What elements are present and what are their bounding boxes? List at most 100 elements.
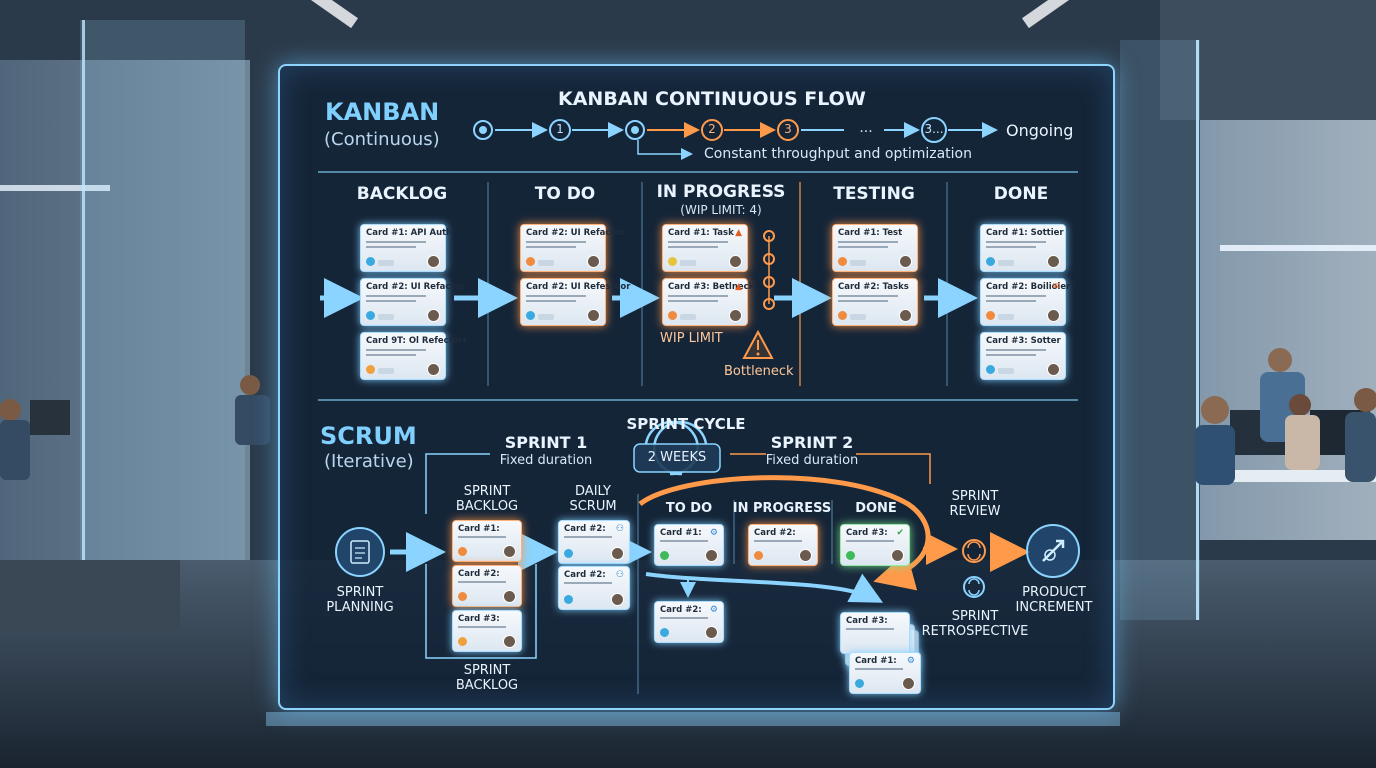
avatar (503, 635, 516, 648)
avatar (902, 677, 915, 690)
sprint-cycle-label: SPRINT CYCLE (626, 415, 746, 433)
scrum-column-todo: TO DO (665, 501, 713, 516)
avatar (729, 309, 742, 322)
kanban-card[interactable]: Card #2: UI Refacter (360, 278, 464, 326)
kanban-card[interactable]: Card #1: API Auth (360, 224, 452, 272)
scrum-card[interactable]: Card #2: (748, 524, 818, 566)
status-icon (838, 311, 847, 320)
avatar (611, 593, 624, 606)
scrum-card[interactable]: Card #1: (452, 520, 522, 562)
kanban-card[interactable]: Card #3: Betlneck▲ (662, 278, 754, 326)
kanban-card[interactable]: Card #3: Sotter (980, 332, 1066, 380)
scrum-card[interactable]: Card #2: (452, 565, 522, 607)
gear-icon: ⚙ (709, 528, 718, 538)
avatar (427, 309, 440, 322)
sprint1-label: SPRINT 1 (504, 433, 588, 452)
kanban-card[interactable]: Card #1: Task▲ (662, 224, 748, 272)
kanban-card[interactable]: Card #2: Boilioier✉ (980, 278, 1070, 326)
gear-icon: ⚙ (709, 605, 718, 615)
scrum-card[interactable]: Card #1:⚙ (654, 524, 724, 566)
status-icon (660, 628, 669, 637)
flow-end-label: Ongoing (1006, 121, 1074, 140)
flow-note: Constant throughput and optimization (704, 146, 972, 162)
flow-step-1: 1 (556, 122, 564, 136)
status-icon (668, 311, 677, 320)
scrum-card[interactable]: Card #3:✔ (840, 524, 910, 566)
flow-step-ellipsis: ... (859, 120, 873, 136)
check-icon: ✔ (896, 528, 904, 538)
people-icon: ⚇ (615, 524, 624, 534)
status-icon (754, 551, 763, 560)
wip-limit-label: WIP LIMIT (660, 331, 723, 346)
status-icon (838, 257, 847, 266)
scrum-card[interactable]: Card #1:⚙ (849, 652, 921, 694)
avatar (799, 549, 812, 562)
status-icon (526, 311, 535, 320)
status-icon (986, 257, 995, 266)
sprint1-sub: Fixed duration (499, 453, 593, 468)
column-backlog: BACKLOG (356, 184, 448, 204)
avatar (1047, 309, 1060, 322)
bottleneck-label: Bottleneck (724, 364, 794, 379)
avatar (729, 255, 742, 268)
status-icon (660, 551, 669, 560)
avatar (587, 309, 600, 322)
status-icon (458, 547, 467, 556)
column-done: DONE (993, 184, 1049, 204)
status-icon (526, 257, 535, 266)
status-icon (366, 311, 375, 320)
status-icon (366, 257, 375, 266)
scrum-card[interactable]: Card #2:⚙ (654, 601, 724, 643)
flow-step-3: 3 (784, 122, 792, 136)
scrum-card[interactable]: Card #2:⚇ (558, 520, 630, 564)
status-icon (564, 595, 573, 604)
gear-icon: ⚙ (906, 656, 915, 666)
kanban-card[interactable]: Card #1: Test (832, 224, 918, 272)
scrum-column-done: DONE (855, 501, 897, 516)
sprint2-sub: Fixed duration (765, 453, 859, 468)
kanban-card[interactable]: Card #1: Sottier (980, 224, 1066, 272)
scrum-subheading: (Iterative) (324, 451, 414, 472)
warning-icon: ▲ (735, 228, 742, 238)
avatar (899, 255, 912, 268)
avatar (611, 547, 624, 560)
status-icon (986, 365, 995, 374)
kanban-card[interactable]: Card #2: Tasks (832, 278, 918, 326)
avatar (1047, 255, 1060, 268)
avatar (705, 549, 718, 562)
flow-step-2: 2 (708, 122, 716, 136)
status-icon (855, 679, 864, 688)
avatar (427, 255, 440, 268)
mail-icon: ✉ (1052, 282, 1060, 292)
avatar (503, 545, 516, 558)
avatar (503, 590, 516, 603)
kanban-card[interactable]: Card #2: UI Refactor (520, 224, 625, 272)
kanban-card[interactable]: Card #2: UI Refestoor (520, 278, 630, 326)
scrum-heading: SCRUM (320, 422, 417, 450)
scrum-card[interactable]: Card #3: (840, 612, 910, 654)
flow-step-4: 3... (924, 122, 944, 136)
kanban-subheading: (Continuous) (324, 129, 440, 150)
sprint2-label: SPRINT 2 (770, 433, 854, 452)
avatar (899, 309, 912, 322)
avatar (891, 549, 904, 562)
column-testing: TESTING (833, 184, 915, 204)
status-icon (366, 365, 375, 374)
diagram-lines (318, 117, 1080, 694)
avatar (705, 626, 718, 639)
kanban-card[interactable]: Card 9T: Ol Refectorr (360, 332, 467, 380)
scrum-card[interactable]: Card #2:⚇ (558, 566, 630, 610)
column-todo: TO DO (534, 184, 596, 204)
status-icon (846, 551, 855, 560)
status-icon (458, 637, 467, 646)
avatar (427, 363, 440, 376)
scrum-card[interactable]: Card #3: (452, 610, 522, 652)
status-icon (458, 592, 467, 601)
